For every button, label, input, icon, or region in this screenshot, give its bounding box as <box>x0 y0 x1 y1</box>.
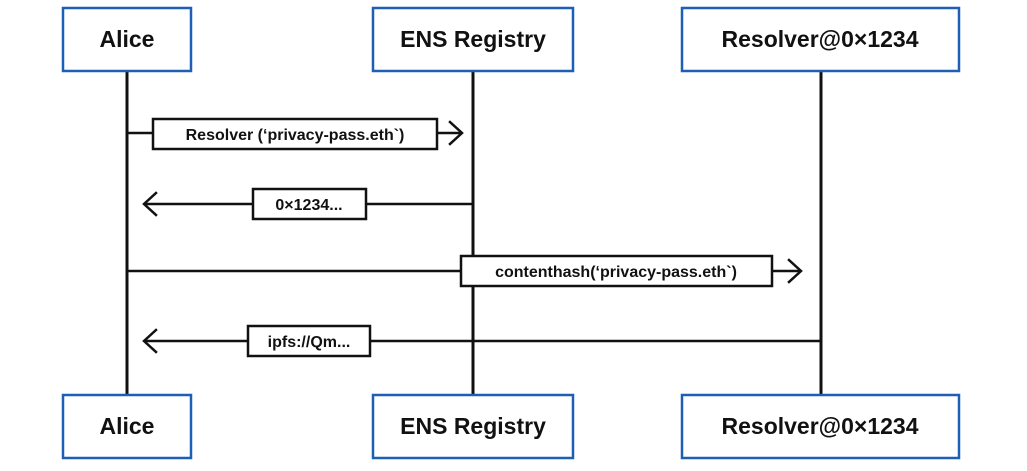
message-2-label-box <box>251 187 368 221</box>
message-1-label: Resolver (‘privacy-pass.eth`) <box>186 127 405 144</box>
actor-bottom-resolver-label: Resolver@0×1234 <box>722 413 919 439</box>
message-3-label: contenthash(‘privacy-pass.eth`) <box>495 264 737 281</box>
actor-bottom-ens-registry: ENS Registry <box>371 393 575 460</box>
actor-top-alice-label: Alice <box>100 26 155 52</box>
actor-bottom-alice: Alice <box>61 393 193 460</box>
message-2-label: 0×1234... <box>275 197 342 214</box>
message-4: ipfs://Qm... <box>142 324 821 358</box>
message-2: 0×1234... <box>142 187 473 221</box>
arrowhead-left <box>142 328 158 354</box>
message-4-label: ipfs://Qm... <box>268 334 351 351</box>
actor-top-resolver: Resolver@0×1234 <box>680 6 961 73</box>
message-4-label-box <box>246 324 372 358</box>
message-3-label-box <box>459 254 774 288</box>
actor-bottom-ens-registry-label: ENS Registry <box>400 413 546 439</box>
actor-bottom-alice-label: Alice <box>100 413 155 439</box>
arrowhead-right <box>787 258 803 284</box>
actor-top-ens-registry-label: ENS Registry <box>400 26 546 52</box>
actor-top-resolver-label: Resolver@0×1234 <box>722 26 919 52</box>
actor-bottom-resolver: Resolver@0×1234 <box>680 393 961 460</box>
message-1-label-box <box>151 117 439 151</box>
actor-top-alice: Alice <box>61 6 193 73</box>
arrowhead-left <box>142 191 158 217</box>
arrowhead-right <box>448 120 464 146</box>
actor-top-ens-registry: ENS Registry <box>371 6 575 73</box>
message-1: Resolver (‘privacy-pass.eth`) <box>127 117 464 151</box>
message-3: contenthash(‘privacy-pass.eth`) <box>127 254 803 288</box>
